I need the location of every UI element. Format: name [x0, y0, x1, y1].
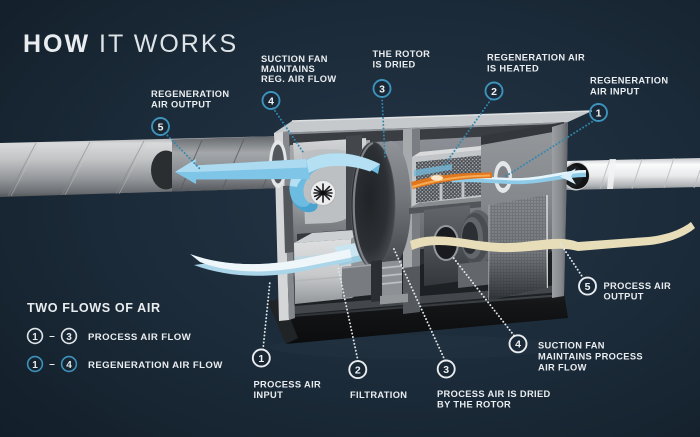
svg-text:IS HEATED: IS HEATED — [487, 64, 539, 74]
svg-text:4: 4 — [515, 339, 521, 351]
svg-text:–: – — [49, 359, 55, 370]
svg-text:SUCTION FAN: SUCTION FAN — [538, 341, 605, 351]
svg-text:SUCTION FAN: SUCTION FAN — [261, 54, 328, 64]
svg-text:PROCESS AIR: PROCESS AIR — [604, 281, 672, 291]
svg-text:MAINTAINS: MAINTAINS — [261, 64, 315, 74]
svg-text:2: 2 — [355, 364, 361, 376]
svg-text:4: 4 — [66, 360, 72, 371]
svg-text:5: 5 — [158, 121, 164, 133]
svg-text:REGENERATION: REGENERATION — [590, 76, 668, 86]
svg-text:OUTPUT: OUTPUT — [604, 292, 644, 302]
svg-text:4: 4 — [268, 95, 274, 107]
svg-text:1: 1 — [32, 332, 38, 343]
svg-text:3: 3 — [66, 332, 72, 343]
svg-text:3: 3 — [443, 364, 449, 376]
svg-text:INPUT: INPUT — [254, 390, 284, 400]
svg-text:–: – — [49, 331, 55, 342]
svg-text:5: 5 — [585, 281, 591, 293]
svg-text:REGENERATION: REGENERATION — [151, 89, 229, 99]
svg-text:2: 2 — [491, 86, 497, 98]
svg-text:HOW IT WORKS: HOW IT WORKS — [23, 30, 238, 58]
svg-text:PROCESS AIR: PROCESS AIR — [254, 380, 322, 390]
svg-text:REG. AIR FLOW: REG. AIR FLOW — [261, 74, 336, 84]
svg-text:FILTRATION: FILTRATION — [350, 390, 407, 400]
svg-text:THE ROTOR: THE ROTOR — [373, 49, 431, 59]
svg-text:BY THE ROTOR: BY THE ROTOR — [437, 399, 511, 409]
svg-text:AIR OUTPUT: AIR OUTPUT — [151, 100, 211, 110]
svg-text:PROCESS AIR IS DRIED: PROCESS AIR IS DRIED — [437, 389, 551, 399]
svg-text:AIR INPUT: AIR INPUT — [590, 87, 640, 97]
svg-text:REGENERATION AIR FLOW: REGENERATION AIR FLOW — [88, 360, 223, 371]
svg-text:1: 1 — [258, 353, 264, 365]
svg-text:3: 3 — [379, 83, 385, 95]
svg-text:REGENERATION AIR: REGENERATION AIR — [487, 53, 585, 63]
svg-text:IS DRIED: IS DRIED — [373, 60, 416, 70]
svg-text:MAINTAINS PROCESS: MAINTAINS PROCESS — [538, 351, 643, 361]
svg-text:PROCESS AIR FLOW: PROCESS AIR FLOW — [88, 332, 192, 343]
svg-text:1: 1 — [32, 360, 38, 371]
svg-text:TWO FLOWS OF AIR: TWO FLOWS OF AIR — [27, 301, 161, 315]
svg-text:1: 1 — [596, 107, 602, 119]
svg-text:AIR FLOW: AIR FLOW — [538, 362, 587, 372]
